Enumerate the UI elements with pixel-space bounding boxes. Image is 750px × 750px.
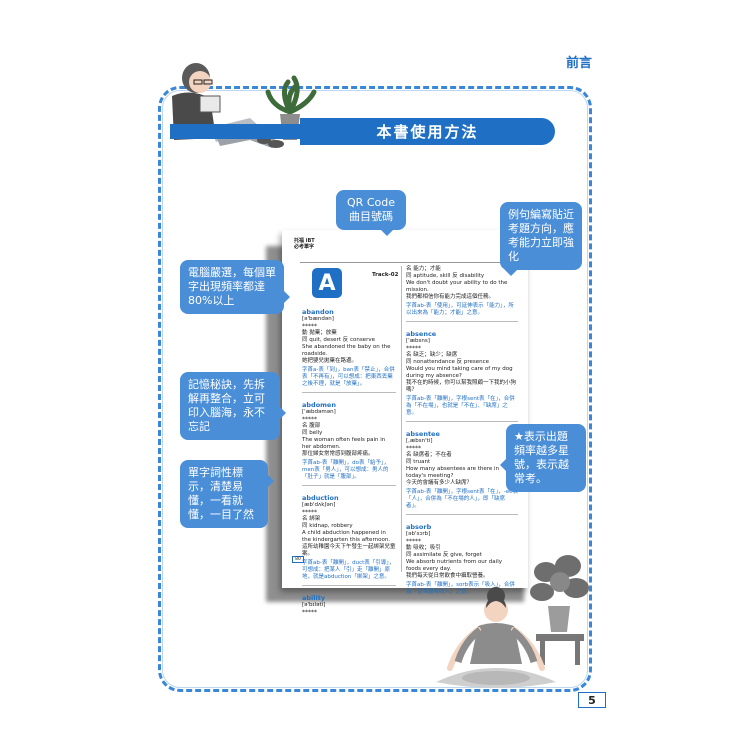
frequency-stars: *****	[302, 509, 317, 516]
synonyms: 同 belly	[302, 430, 323, 436]
part-of-speech: 名 能力；才能	[406, 266, 441, 272]
book-top-rule	[300, 262, 556, 263]
synonyms: 同 nonattendance 反 presence	[406, 359, 490, 365]
headword: absentee	[406, 430, 440, 438]
section-header: 前言	[566, 56, 593, 71]
example-sentence: The woman often feels pain in her abdome…	[302, 437, 386, 450]
left-column: abandon[ə'bændən]*****動 拋棄；放棄同 quit, des…	[302, 308, 396, 624]
example-sentence: A child abduction happened in the kinder…	[302, 530, 391, 543]
headword: abduction	[302, 494, 339, 502]
entry: abduction[æb'dʌkʃən]*****名 綁架同 kidnap, r…	[302, 494, 396, 586]
example-sentence: How many absentees are there in today's …	[406, 466, 500, 479]
title-band-extension	[170, 124, 302, 139]
sample-book-page: 托福 iBT 必考單字 A Track-02 abandon[ə'bændən]…	[282, 230, 556, 616]
callout-memory: 記憶秘訣，先拆解再整合，立可印入腦海，永不忘記	[180, 372, 286, 440]
page-frame-inner	[162, 90, 588, 688]
synonyms: 同 truant	[406, 459, 431, 465]
phonetic: ['æbsns]	[406, 338, 430, 344]
example-sentence: Would you mind taking care of my dog dur…	[406, 366, 513, 379]
frequency-stars: *****	[406, 538, 421, 545]
translation: 今天的會議有多少人缺席？	[406, 480, 473, 486]
part-of-speech: 名 缺席者；不在者	[406, 452, 452, 458]
track-label: Track-02	[372, 272, 399, 278]
headword: abdomen	[302, 401, 336, 409]
headword: absence	[406, 330, 437, 338]
entry: absentee[,æbsn'ti]*****名 缺席者；不在者同 truant…	[406, 430, 518, 515]
example-sentence: We don't doubt your ability to do the mi…	[406, 280, 508, 293]
entry-separator	[302, 392, 396, 393]
memory-tip: 字首ab-表「離開」，sorb表示「吸入」，合併為「從某處吸收入」之意。	[406, 582, 515, 595]
memory-tip: 字首ab-表「離開」，字根sent表「在」，-ee表「人」，合併為「不在場的人」…	[406, 489, 518, 509]
callout-pos: 單字詞性標示，清楚易懂，一看就懂，一目了然	[180, 460, 274, 528]
phonetic: [,æbsn'ti]	[406, 438, 433, 444]
callout-qr: QR Code 曲目號碼	[336, 190, 406, 236]
part-of-speech: 名 缺乏；缺少；缺席	[406, 352, 458, 358]
entry-separator	[406, 421, 518, 422]
synonyms: 同 aptitude, skill 反 disability	[406, 273, 485, 279]
meditating-woman-illustration	[436, 587, 556, 688]
phonetic: [əb'sɔrb]	[406, 531, 431, 537]
translation: 那位婦女常常感到腹部疼痛。	[302, 451, 374, 457]
phonetic: [ə'bændən]	[302, 316, 334, 322]
phonetic: [æb'dʌkʃən]	[302, 502, 336, 508]
headword: absorb	[406, 523, 432, 531]
frequency-stars: *****	[406, 345, 421, 352]
headword: ability	[302, 594, 326, 602]
memory-tip: 字首a-表「到」，ban表「禁止」，合併表「不再有」，可以想成：把東西丟棄之後不…	[302, 367, 395, 387]
headword: abandon	[302, 308, 334, 316]
letter-badge: A	[312, 268, 342, 298]
memory-tip: 字首ab-表「離開」，duct表「引導」，可想成：把某人「引」走「離開」原地，就…	[302, 560, 395, 580]
page-number: 5	[578, 692, 606, 708]
column-divider	[401, 266, 402, 572]
callout-examples: 例句編寫貼近考題方向，應考能力立即強化	[500, 202, 582, 276]
book-badge: 托福 iBT 必考單字	[294, 238, 315, 250]
synonyms: 同 kidnap, robbery	[302, 523, 353, 529]
translation: 我們每天從日常飲食中攝取營養。	[406, 573, 489, 579]
entry-separator	[302, 585, 396, 586]
entry-separator	[406, 321, 518, 322]
book-page-label: 80	[292, 556, 304, 563]
callout-selection: 電腦嚴選，每個單字出現頻率都達80%以上	[180, 260, 290, 314]
frequency-stars: *****	[302, 609, 317, 616]
plant-stool-illustration	[530, 555, 589, 665]
translation: 她把嬰兒拋棄在路邊。	[302, 358, 358, 364]
frequency-stars: *****	[302, 416, 317, 423]
synonyms: 同 assimilate 反 give, forget	[406, 552, 482, 558]
page-title: 本書使用方法	[300, 118, 555, 145]
frequency-stars: *****	[302, 323, 317, 330]
entry: absorb[əb'sɔrb]*****動 吸收；吸引同 assimilate …	[406, 523, 518, 596]
entry: ability[ə'bɪləti]*****	[302, 594, 396, 616]
example-sentence: She abandoned the baby on the roadside.	[302, 344, 391, 357]
part-of-speech: 動 吸收；吸引	[406, 545, 441, 551]
entry-separator	[302, 485, 396, 486]
phonetic: [ə'bɪləti]	[302, 602, 326, 608]
translation: 我們都相信你有能力完成這個任務。	[406, 294, 495, 300]
translation: 我不在的時候，你可以幫我照顧一下我的小狗嗎？	[406, 380, 517, 393]
frequency-stars: *****	[406, 445, 421, 452]
phonetic: ['æbdəmən]	[302, 409, 336, 415]
synonyms: 同 quit, desert 反 conserve	[302, 337, 375, 343]
part-of-speech: 動 拋棄；放棄	[302, 330, 337, 336]
entry: abandon[ə'bændən]*****動 拋棄；放棄同 quit, des…	[302, 308, 396, 393]
part-of-speech: 名 綁架	[302, 516, 321, 522]
example-sentence: We absorb nutrients from our daily foods…	[406, 559, 502, 572]
memory-tip: 字首ab-表「離開」，字根sent表「在」，合併為「不在場」，也就是「不在」、「…	[406, 396, 515, 416]
part-of-speech: 名 腹部	[302, 423, 321, 429]
memory-tip: 字首ab-表「離開」，do表「給予」，men表「男人」，可以想成：男人的「肚子」…	[302, 460, 390, 480]
entry-separator	[406, 514, 518, 515]
entry: absence['æbsns]*****名 缺乏；缺少；缺席同 nonatten…	[406, 330, 518, 422]
memory-tip: 字首ab-表「使用」，可延伸表示「能力」，所以出來為「能力；才能」之意。	[406, 303, 514, 316]
translation: 這所幼稚園今天下午發生一起綁架兒童案。	[302, 544, 396, 557]
callout-stars: ★表示出題頻率越多星號，表示越常考。	[500, 424, 586, 492]
